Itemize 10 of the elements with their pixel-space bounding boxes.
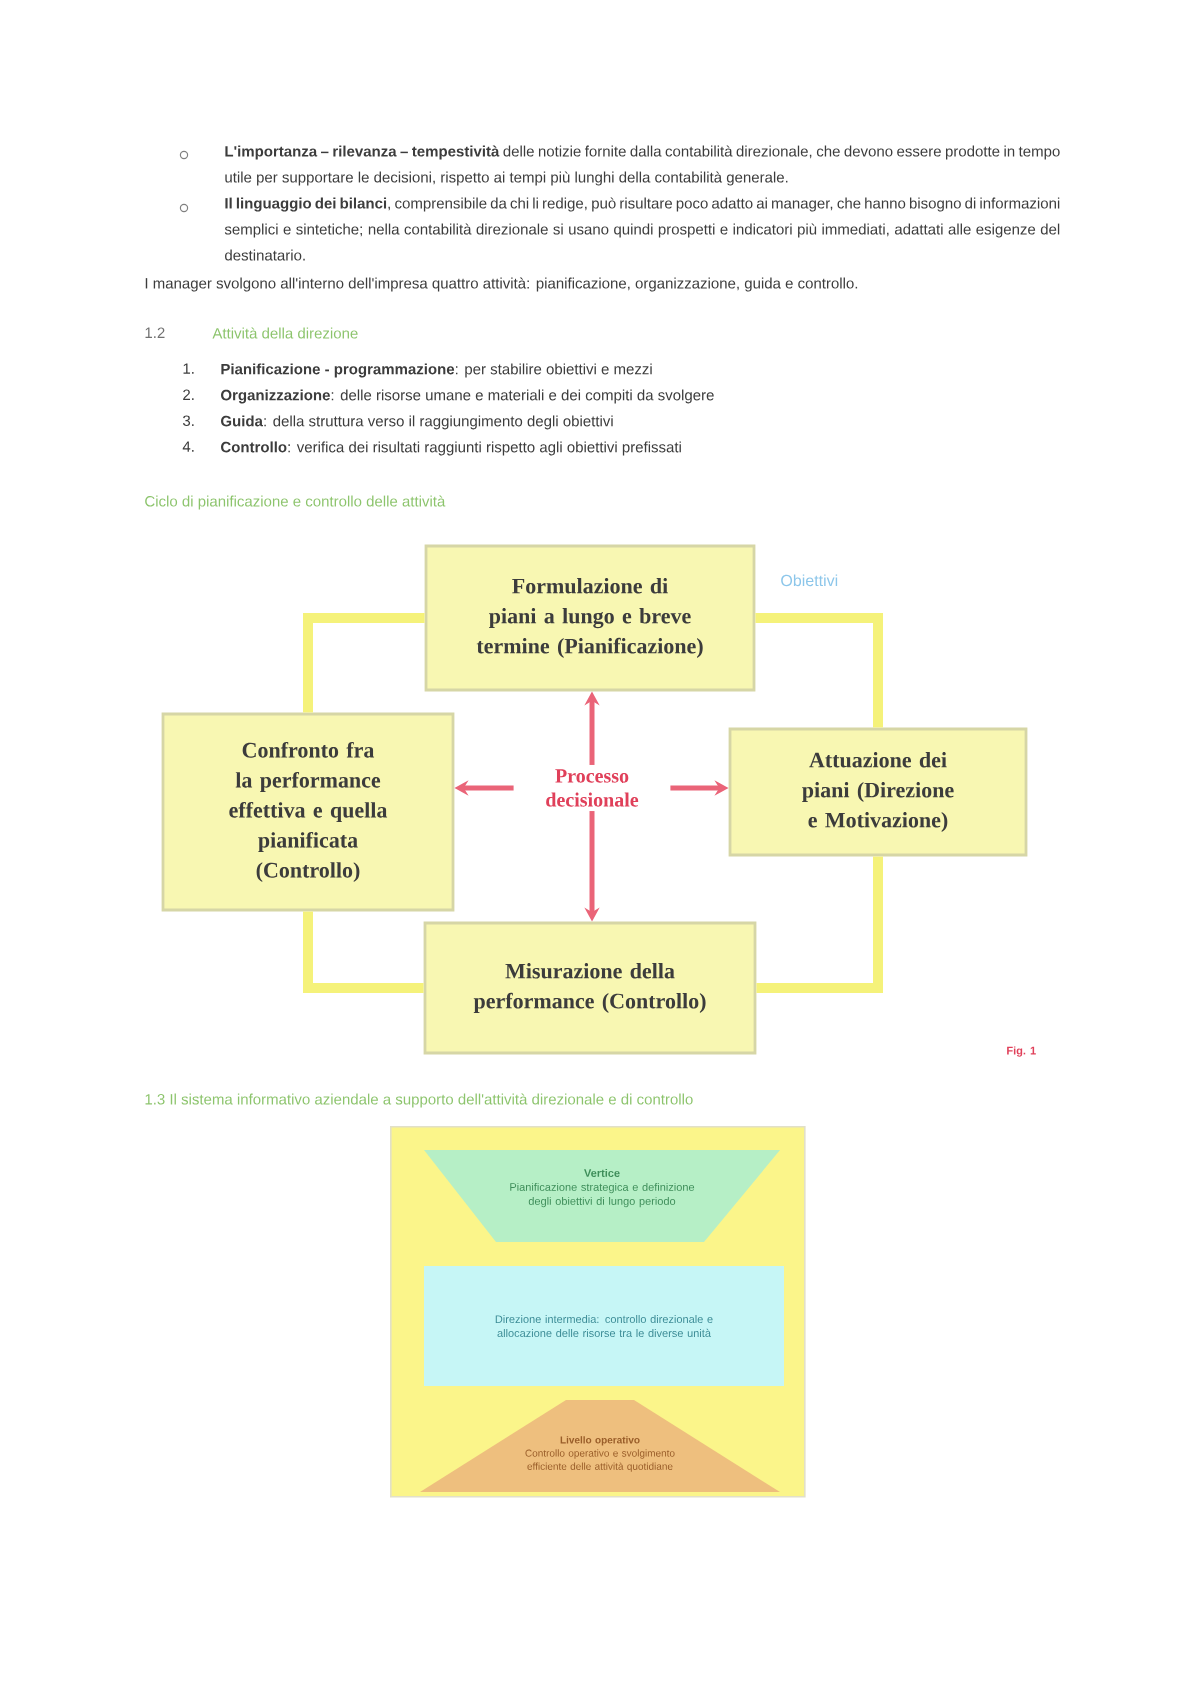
annotation: Obiettivi [781, 574, 838, 587]
process-box: Formulazione di piani a lungo e breve termine (Pianificazione) [424, 544, 756, 692]
connector-line [755, 613, 883, 728]
process-box: Misurazione della performance (Controllo) [423, 921, 757, 1055]
connector-line [303, 911, 424, 993]
decision-label: Processo decisionale [546, 769, 639, 807]
connector-line [756, 856, 883, 993]
process-box: Attuazione dei piani (Direzione e Motivazione) [728, 727, 1028, 857]
connector-line [303, 613, 425, 713]
process-box: Confronto fra la performance effettiva e quella pianificata (Controllo) [161, 712, 455, 912]
